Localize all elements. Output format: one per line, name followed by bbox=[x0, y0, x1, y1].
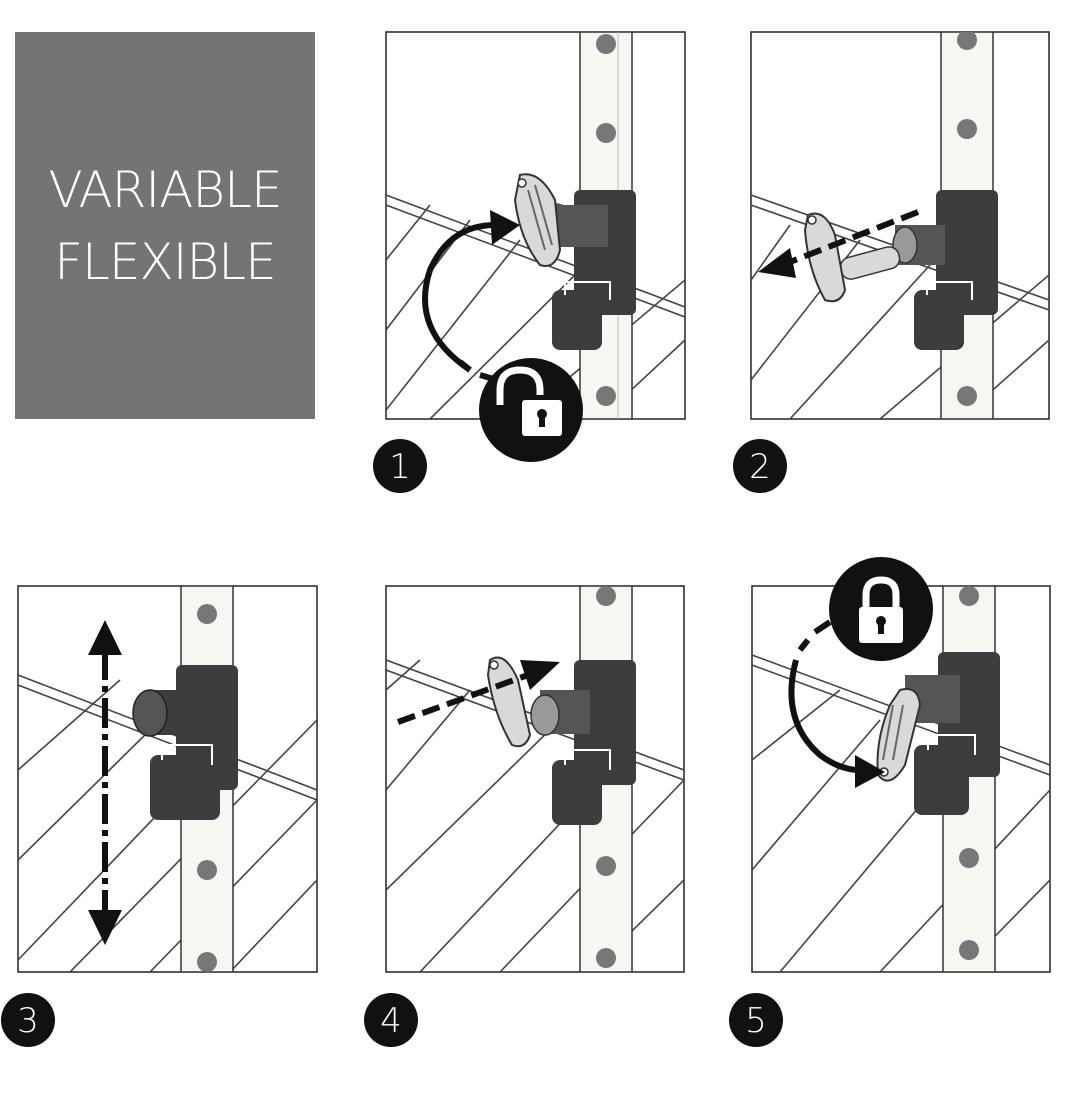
title-line-variable: VARIABLE bbox=[48, 160, 282, 219]
step-1-panel bbox=[385, 31, 686, 420]
unlock-badge bbox=[479, 358, 583, 462]
push-in-arrow bbox=[396, 660, 560, 725]
step-5-badge: 5 bbox=[729, 993, 783, 1047]
curved-arrow-close bbox=[788, 619, 885, 788]
vertical-adjust-arrow bbox=[88, 620, 122, 945]
step-1-number: 1 bbox=[389, 447, 411, 487]
bracket bbox=[892, 190, 998, 350]
step-5-panel bbox=[751, 585, 1051, 973]
step-1-badge: 1 bbox=[373, 439, 427, 493]
lock-badge bbox=[829, 557, 933, 661]
title-panel: VARIABLE FLEXIBLE bbox=[15, 32, 315, 419]
step-2-badge: 2 bbox=[733, 439, 787, 493]
lock-knob bbox=[513, 173, 562, 267]
step-1-scene bbox=[386, 32, 685, 419]
lock-knob bbox=[486, 656, 532, 748]
step-4-badge: 4 bbox=[364, 993, 418, 1047]
step-3-number: 3 bbox=[17, 1001, 39, 1041]
step-3-scene bbox=[18, 586, 317, 972]
unlock-icon bbox=[496, 366, 562, 436]
step-3-badge: 3 bbox=[1, 993, 55, 1047]
step-3-panel bbox=[17, 585, 318, 973]
title-line-flexible: FLEXIBLE bbox=[54, 232, 276, 291]
step-2-panel bbox=[750, 31, 1050, 420]
pull-out-arrow bbox=[758, 209, 920, 278]
step-5-scene bbox=[752, 586, 1050, 972]
step-5-number: 5 bbox=[745, 1001, 767, 1041]
lock-knob bbox=[876, 688, 922, 782]
lock-icon bbox=[859, 576, 903, 643]
step-4-scene bbox=[386, 586, 684, 972]
step-2-number: 2 bbox=[749, 447, 771, 487]
lock-knob bbox=[803, 212, 901, 303]
bracket bbox=[132, 665, 238, 820]
step-4-number: 4 bbox=[380, 1001, 402, 1041]
bracket bbox=[530, 660, 636, 825]
step-2-scene bbox=[751, 32, 1049, 419]
step-4-panel bbox=[385, 585, 685, 973]
